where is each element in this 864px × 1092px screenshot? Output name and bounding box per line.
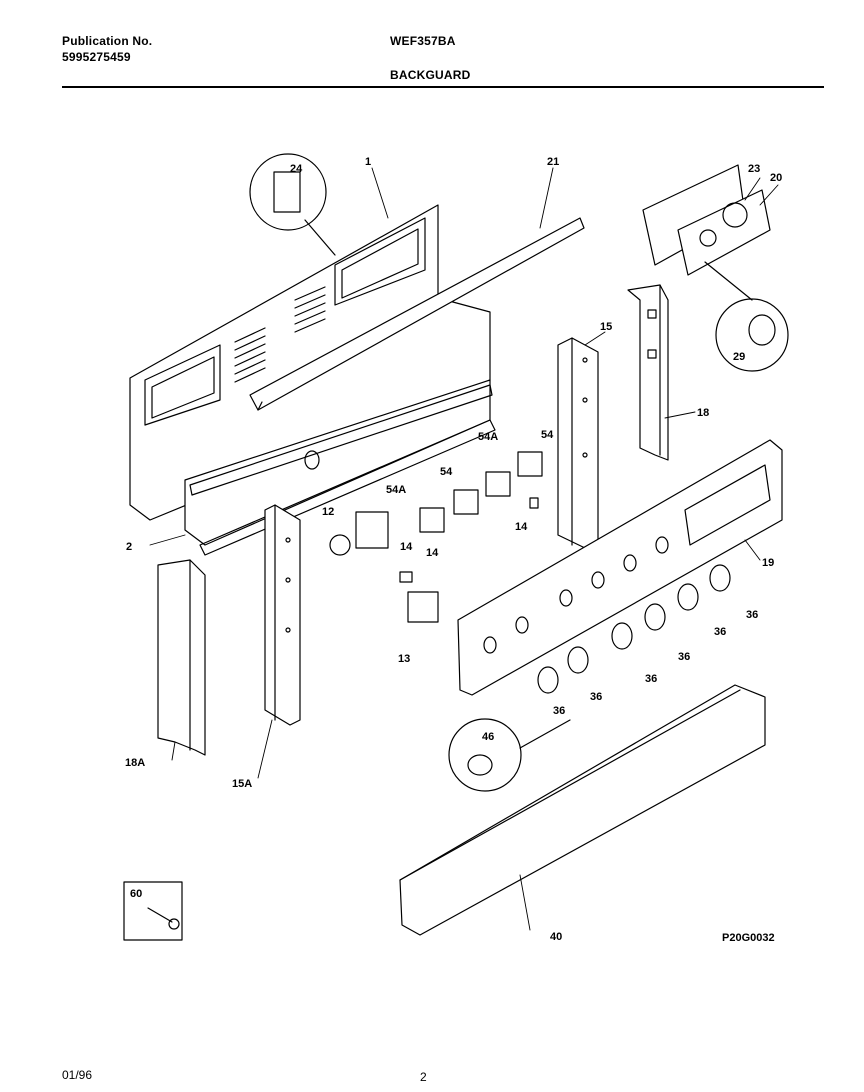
label-15: 15 bbox=[600, 321, 612, 333]
label-12: 12 bbox=[322, 506, 334, 518]
label-54a-2: 54A bbox=[386, 484, 406, 496]
control-knobs bbox=[537, 564, 731, 694]
detail-callout-46 bbox=[448, 718, 571, 792]
drawing-reference: P20G0032 bbox=[722, 932, 775, 944]
label-18: 18 bbox=[697, 407, 709, 419]
header-rule bbox=[62, 86, 824, 88]
lower-frame bbox=[184, 379, 496, 556]
publication-label: Publication No. bbox=[62, 34, 153, 48]
label-14-a: 14 bbox=[400, 541, 413, 553]
label-20: 20 bbox=[770, 172, 782, 184]
detail-callout-24 bbox=[249, 153, 336, 256]
label-15a: 15A bbox=[232, 778, 252, 790]
label-54-b: 54 bbox=[541, 429, 554, 441]
label-14-c: 14 bbox=[515, 521, 528, 533]
label-54-a: 54 bbox=[440, 466, 453, 478]
publication-number: 5995275459 bbox=[62, 50, 131, 64]
label-18a: 18A bbox=[125, 757, 145, 769]
switches bbox=[329, 451, 543, 623]
label-14-b: 14 bbox=[426, 547, 439, 559]
screw-detail-60 bbox=[123, 881, 183, 941]
label-36-c: 36 bbox=[645, 673, 657, 685]
label-29: 29 bbox=[733, 351, 745, 363]
section-title: BACKGUARD bbox=[390, 68, 471, 82]
left-bracket-15a bbox=[264, 504, 301, 726]
label-40: 40 bbox=[550, 931, 562, 943]
left-end-panel-18a bbox=[157, 559, 206, 756]
part-labels: 1 2 12 13 14 14 14 15 15A 18 18A 19 20 2… bbox=[125, 156, 782, 943]
label-54a-1: 54A bbox=[478, 431, 498, 443]
label-21: 21 bbox=[547, 156, 559, 168]
label-46: 46 bbox=[482, 731, 494, 743]
label-23: 23 bbox=[748, 163, 760, 175]
label-1: 1 bbox=[365, 156, 371, 168]
label-2: 2 bbox=[126, 541, 132, 553]
leader-lines bbox=[149, 167, 779, 931]
page-number: 2 bbox=[420, 1070, 427, 1084]
clock-assembly bbox=[642, 164, 771, 276]
label-36-a: 36 bbox=[553, 705, 565, 717]
top-trim-strip bbox=[249, 217, 585, 411]
label-36-e: 36 bbox=[714, 626, 726, 638]
label-60: 60 bbox=[130, 888, 142, 900]
right-bracket-15 bbox=[557, 337, 599, 549]
label-19: 19 bbox=[762, 557, 774, 569]
label-36-f: 36 bbox=[746, 609, 758, 621]
detail-callout-29 bbox=[704, 261, 789, 372]
vent-slots-right bbox=[294, 286, 326, 333]
revision-date: 01/96 bbox=[62, 1068, 93, 1082]
model-number: WEF357BA bbox=[390, 34, 456, 48]
label-24: 24 bbox=[290, 163, 303, 175]
label-13: 13 bbox=[398, 653, 410, 665]
label-36-b: 36 bbox=[590, 691, 602, 703]
control-panel-19 bbox=[457, 439, 783, 696]
vent-slots-left bbox=[234, 327, 266, 383]
front-trim-40 bbox=[399, 684, 766, 936]
label-36-d: 36 bbox=[678, 651, 690, 663]
right-end-panel-18 bbox=[627, 284, 669, 461]
